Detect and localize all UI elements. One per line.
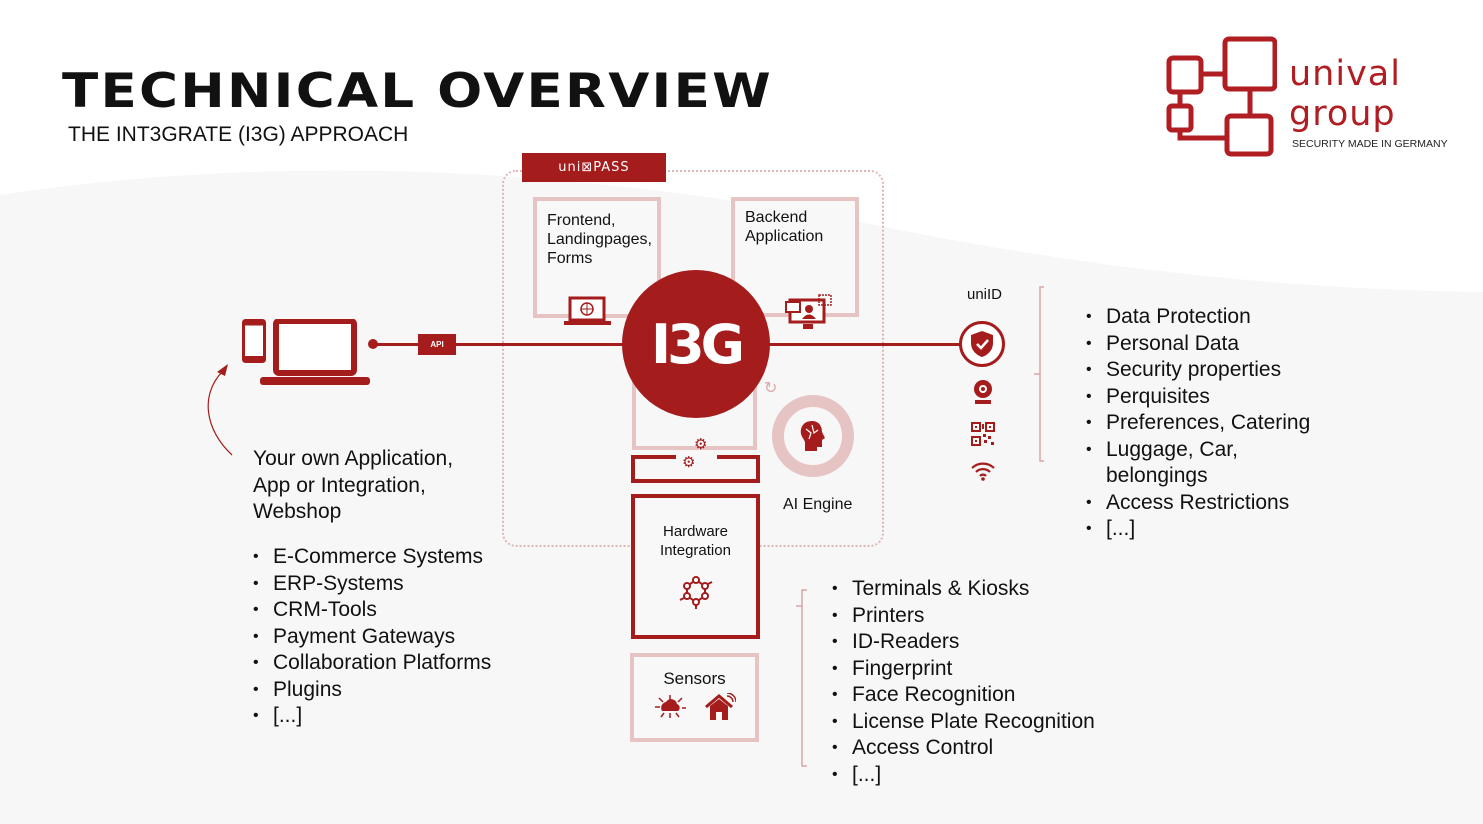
list-item: CRM-Tools <box>253 597 491 624</box>
monitor-user-icon <box>785 294 832 329</box>
hardware-bracket <box>796 589 807 767</box>
list-item: Collaboration Platforms <box>253 650 491 677</box>
list-item: License Plate Recognition <box>832 709 1095 736</box>
uniid-label: uniID <box>967 286 1003 303</box>
list-item: Face Recognition <box>832 682 1095 709</box>
shield-check-icon <box>959 321 1005 367</box>
gears-icon: ⚙ ⚙ <box>680 436 716 472</box>
list-item: ERP-Systems <box>253 571 491 598</box>
gear-icon: ⚙ <box>682 454 696 471</box>
phone-icon <box>242 319 266 363</box>
hardware-list: Terminals & Kiosks Printers ID-Readers F… <box>832 576 1095 788</box>
hardware-label: Hardware Integration <box>660 523 731 559</box>
connector-line-left <box>373 343 625 346</box>
network-hexagon-icon <box>679 576 712 609</box>
ai-engine-ring <box>772 395 854 477</box>
uniid-bracket <box>1034 286 1044 462</box>
core-lower-frame <box>632 380 757 450</box>
wifi-icon <box>971 462 995 481</box>
webcam-icon <box>974 380 992 404</box>
list-item: [...] <box>832 762 1095 789</box>
sensors-box: Sensors <box>630 653 759 742</box>
list-item: Perquisites <box>1086 384 1346 411</box>
own-application-text: Your own Application, App or Integration… <box>253 447 454 523</box>
hardware-integration-box: Hardware Integration <box>631 494 760 639</box>
laptop-globe-icon <box>564 296 611 325</box>
logo-wordmark: unival group <box>1289 54 1401 134</box>
list-item: Data Protection <box>1086 304 1346 331</box>
qr-code-icon <box>971 422 995 446</box>
list-item: Luggage, Car, belongings <box>1086 437 1286 490</box>
sync-icon: ↻ <box>764 380 778 397</box>
curved-arrow-icon <box>207 364 233 456</box>
page-subtitle: THE INT3GRATE (I3G) APPROACH <box>68 123 409 146</box>
list-item: Access Restrictions <box>1086 490 1346 517</box>
integration-list: E-Commerce Systems ERP-Systems CRM-Tools… <box>253 544 491 730</box>
connector-line-right <box>768 343 961 346</box>
list-item: Fingerprint <box>832 656 1095 683</box>
list-item: [...] <box>1086 516 1346 543</box>
ai-engine-label: AI Engine <box>783 496 853 513</box>
list-item: Payment Gateways <box>253 624 491 651</box>
list-item: Preferences, Catering <box>1086 410 1346 437</box>
gear-icon: ⚙ <box>694 436 708 453</box>
ai-brain-head-icon <box>800 421 825 451</box>
sensors-label: Sensors <box>663 669 726 688</box>
list-item: [...] <box>253 703 491 730</box>
iot-cloud-icon <box>654 695 686 718</box>
unival-logo: unival group SECURITY MADE IN GERMANY <box>1165 36 1455 158</box>
list-item: E-Commerce Systems <box>253 544 491 571</box>
api-badge: API <box>418 334 456 355</box>
list-item: Plugins <box>253 677 491 704</box>
smart-home-icon <box>704 693 736 720</box>
list-item: Access Control <box>832 735 1095 762</box>
gear-bracket-top-left <box>631 455 676 459</box>
logo-mark-icon <box>1166 36 1277 157</box>
list-item: ID-Readers <box>832 629 1095 656</box>
list-item: Security properties <box>1086 357 1346 384</box>
page-title: TECHNICAL OVERVIEW <box>62 64 773 119</box>
gear-bracket-top-right <box>717 455 760 459</box>
list-item: Terminals & Kiosks <box>832 576 1095 603</box>
laptop-icon <box>260 319 370 385</box>
i3g-core: I3G <box>622 270 770 418</box>
gear-bracket <box>631 455 760 483</box>
uniid-data-list: Data Protection Personal Data Security p… <box>1086 304 1346 543</box>
list-item: Personal Data <box>1086 331 1346 358</box>
logo-tagline: SECURITY MADE IN GERMANY <box>1292 138 1448 150</box>
unipass-tab: uni⊠PASS <box>522 153 666 182</box>
connector-dot <box>368 339 378 349</box>
backend-label: Backend Application <box>745 209 824 245</box>
list-item: Printers <box>832 603 1095 630</box>
frontend-label: Frontend, Landingpages, Forms <box>547 212 652 267</box>
